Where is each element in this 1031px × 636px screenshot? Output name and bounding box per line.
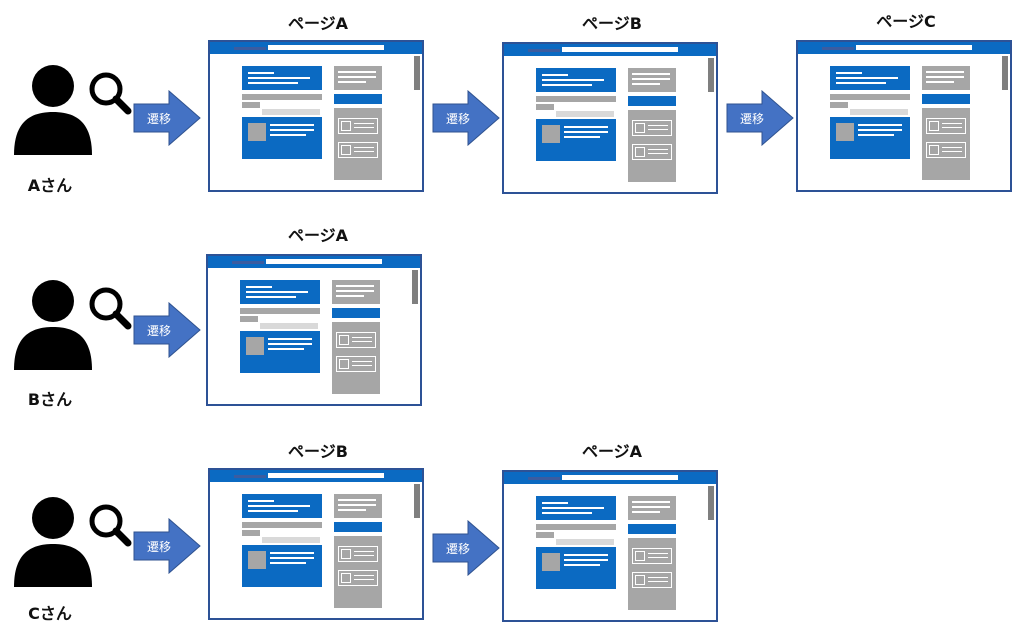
page-title: ページB [582, 14, 642, 33]
page-title: ページB [288, 442, 348, 461]
transition-arrow: 遷移 [726, 90, 794, 146]
page-wireframe [796, 40, 1012, 192]
page-wireframe [502, 470, 718, 622]
arrow-label: 遷移 [445, 112, 470, 126]
page-wireframe [206, 254, 422, 406]
transition-arrow: 遷移 [432, 520, 500, 576]
user-icon-b [12, 265, 132, 385]
transition-arrow: 遷移 [133, 302, 201, 358]
arrow-label: 遷移 [739, 112, 764, 126]
transition-arrow: 遷移 [133, 518, 201, 574]
arrow-label: 遷移 [445, 542, 470, 556]
transition-arrow: 遷移 [432, 90, 500, 146]
arrow-label: 遷移 [146, 112, 171, 126]
page-wireframe [502, 42, 718, 194]
user-icon-a [12, 50, 132, 170]
transition-arrow: 遷移 [133, 90, 201, 146]
arrow-label: 遷移 [146, 324, 171, 338]
page-title: ページA [287, 14, 349, 33]
page-title: ページC [876, 12, 936, 31]
user-label-c: Cさん [28, 604, 72, 623]
page-wireframe [208, 468, 424, 620]
user-label-a: Aさん [27, 176, 73, 195]
page-title: ページA [287, 226, 349, 245]
page-title: ページA [581, 442, 643, 461]
user-label-b: Bさん [27, 390, 73, 409]
page-wireframe [208, 40, 424, 192]
arrow-label: 遷移 [146, 540, 171, 554]
user-icon-c [12, 482, 132, 602]
